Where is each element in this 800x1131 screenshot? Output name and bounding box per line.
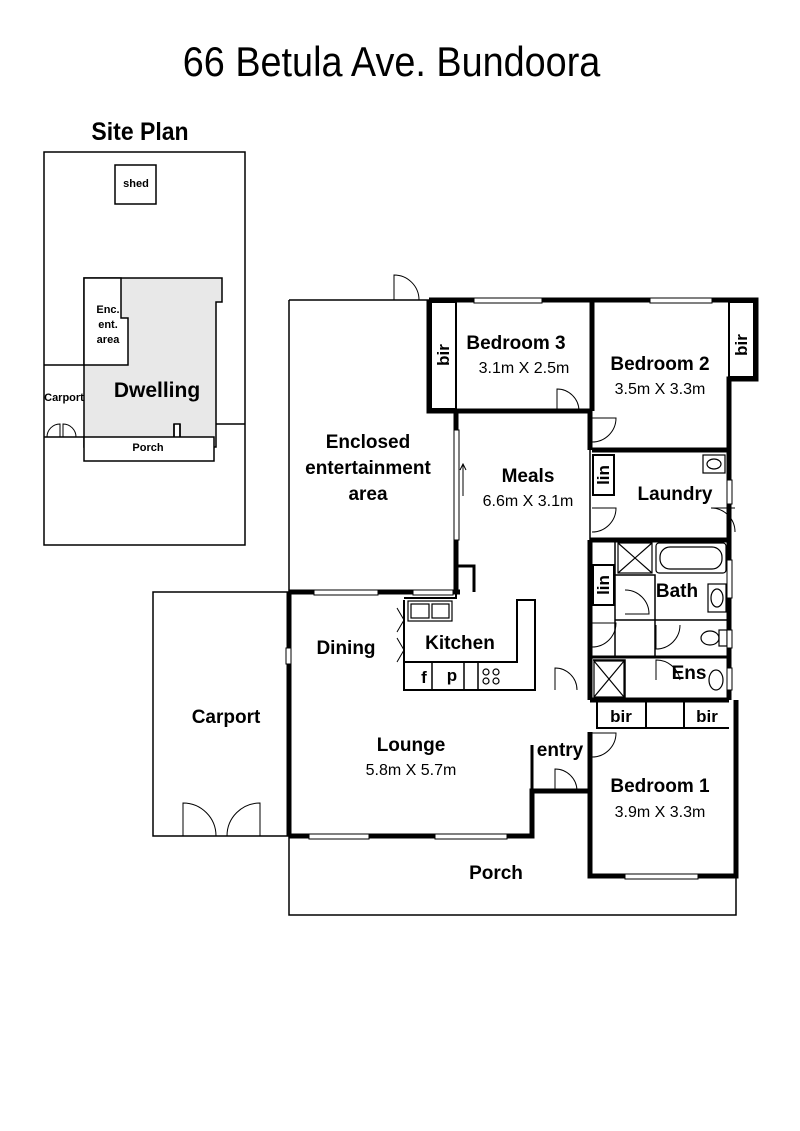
windows: [285, 297, 733, 880]
door-bedroom3: [556, 388, 580, 412]
fixtures: [407, 454, 728, 698]
enclosed-label-2: entertainment: [305, 458, 431, 479]
bedroom2-name: Bedroom 2: [610, 354, 709, 375]
window-bath: [726, 559, 733, 599]
window-bedroom2: [649, 297, 713, 304]
ens-basin: [708, 669, 724, 691]
site-enc-label-3: area: [97, 334, 121, 346]
window-carport: [285, 647, 292, 665]
door-bedroom2: [591, 417, 617, 443]
lin-label-2: lin: [594, 575, 613, 595]
bedroom3-size: 3.1m X 2.5m: [479, 360, 570, 377]
entry-label: entry: [537, 740, 584, 761]
door-bedroom1: [591, 732, 617, 758]
light-walls: [152, 274, 737, 916]
carport-door-left: [182, 802, 217, 837]
page-title: 66 Betula Ave. Bundoora: [182, 38, 601, 85]
toilet: [700, 630, 720, 646]
site-porch: [83, 436, 215, 462]
sink-bench: [404, 566, 457, 599]
window-ens: [726, 667, 733, 691]
sliding-door: [453, 429, 460, 541]
site-dwelling-label: Dwelling: [114, 379, 200, 402]
site-boundary: [43, 151, 246, 546]
bathtub: [655, 542, 727, 574]
lin-cupboard-2: [592, 564, 615, 606]
enclosed-label-3: area: [348, 484, 388, 505]
meals-name: Meals: [502, 466, 555, 487]
lin-label-1: lin: [594, 465, 613, 485]
bedroom2-size: 3.5m X 3.3m: [615, 381, 706, 398]
window-lounge-2: [434, 833, 508, 840]
site-plan: [43, 151, 246, 546]
site-carport-doors: [46, 423, 77, 438]
bir-bedroom1-b: bir: [696, 707, 718, 726]
door-entry: [554, 768, 578, 792]
door-bath: [624, 589, 650, 615]
ens-shower: [593, 660, 625, 698]
bedroom3-name: Bedroom 3: [466, 333, 565, 354]
window-bedroom3: [473, 297, 543, 304]
site-shed: [114, 164, 157, 205]
laundry-label: Laundry: [638, 484, 713, 505]
bedroom3-walls: [426, 300, 590, 414]
bedroom1-name: Bedroom 1: [610, 776, 710, 797]
enclosed-label-1: Enclosed: [326, 432, 410, 453]
site-carport: [44, 364, 84, 438]
bath-shower: [617, 542, 653, 574]
site-enc-label-1: Enc.: [96, 304, 119, 316]
site-porch-label: Porch: [132, 442, 163, 454]
door-swings: [182, 388, 736, 837]
site-shed-label: shed: [123, 178, 149, 190]
carport-door-right: [226, 802, 261, 837]
porch-outline: [288, 836, 737, 916]
fridge-label: f: [421, 668, 427, 687]
kitchen-bench: [403, 599, 536, 691]
door-laundry-ext: [710, 507, 736, 533]
site-plan-labels: shed Enc. ent. area Dwelling Carport Por…: [44, 178, 200, 454]
door-toilet: [655, 624, 681, 650]
bath-label: Bath: [656, 581, 698, 602]
kitchen-label: Kitchen: [425, 633, 495, 654]
bedroom1-size: 3.9m X 3.3m: [615, 804, 706, 821]
pantry-label: p: [447, 666, 457, 685]
bir-bedroom1-a: bir: [610, 707, 632, 726]
door-hall-cupboard: [591, 622, 617, 648]
lin-cupboard-1: [592, 454, 615, 496]
lounge-size: 5.8m X 5.7m: [366, 762, 457, 779]
bir-bedroom3-label: bir: [434, 344, 453, 366]
door-laundry: [591, 507, 617, 533]
site-enc-label-2: ent.: [98, 319, 118, 331]
bir-bedroom2-label: bir: [732, 334, 751, 356]
bath-basin: [707, 583, 727, 613]
cooktop: [482, 668, 490, 676]
porch-label: Porch: [469, 863, 523, 884]
meals-size: 6.6m X 3.1m: [483, 493, 574, 510]
thin-partitions: [403, 450, 729, 729]
door-kitchen: [554, 667, 578, 691]
window-laundry: [726, 479, 733, 505]
site-carport-label: Carport: [44, 392, 84, 404]
bedroom1-robes: [596, 700, 729, 729]
kitchen-pier: [456, 564, 476, 592]
dining-label: Dining: [316, 638, 375, 659]
carport-label: Carport: [192, 707, 261, 728]
lounge-south-wall: [289, 788, 590, 839]
bir-bedroom3: [430, 301, 457, 410]
lounge-name: Lounge: [377, 735, 446, 756]
enclosed-door: [393, 274, 420, 301]
carport-outline: [152, 591, 289, 837]
bir-bedroom2: [728, 301, 755, 378]
window-dining: [313, 589, 379, 596]
window-lounge-1: [308, 833, 370, 840]
door-ens: [655, 659, 681, 681]
window-bedroom1: [624, 873, 699, 880]
laundry-trough: [702, 454, 726, 474]
site-plan-title: Site Plan: [91, 118, 189, 146]
ens-label: Ens: [672, 663, 707, 684]
room-labels: Bedroom 3 3.1m X 2.5m Bedroom 2 3.5m X 3…: [192, 333, 751, 884]
kitchen-sink: [407, 600, 453, 622]
